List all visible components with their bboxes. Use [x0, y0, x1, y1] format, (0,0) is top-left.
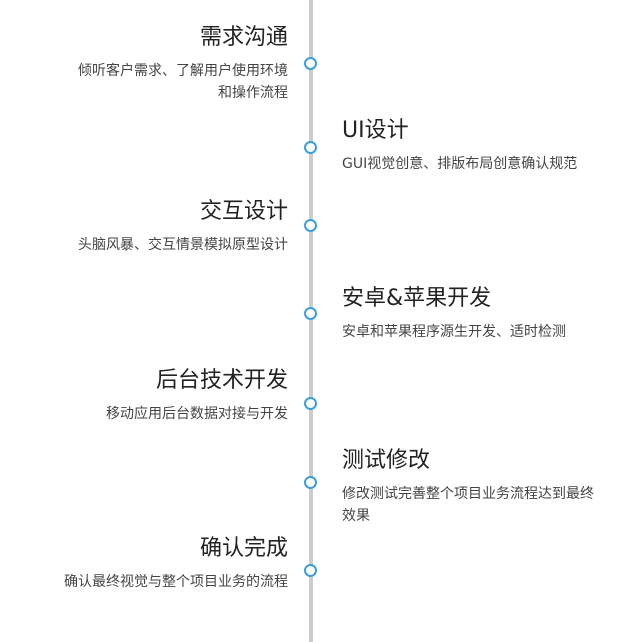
- step-title: 测试修改: [342, 448, 431, 473]
- timeline-node-icon: [304, 141, 317, 154]
- timeline-step-requirements: 需求沟通 倾听客户需求、了解用户使用环境和操作流程: [8, 24, 288, 104]
- step-title: 确认完成: [199, 536, 288, 561]
- timeline-step-backend-development: 后台技术开发 移动应用后台数据对接与开发: [8, 367, 288, 425]
- step-description: 修改测试完善整个项目业务流程达到最终效果: [342, 486, 594, 524]
- step-description: 头脑风暴、交互情景模拟原型设计: [78, 237, 288, 253]
- timeline-node-icon: [304, 564, 317, 577]
- step-description: 确认最终视觉与整个项目业务的流程: [64, 574, 288, 590]
- timeline-node-icon: [304, 307, 317, 320]
- timeline-node-icon: [304, 397, 317, 410]
- timeline-step-interaction-design: 交互设计 头脑风暴、交互情景模拟原型设计: [8, 198, 288, 256]
- timeline-node-icon: [304, 476, 317, 489]
- timeline-step-completion: 确认完成 确认最终视觉与整个项目业务的流程: [8, 535, 288, 593]
- timeline-step-app-development: 安卓&苹果开发 安卓和苹果程序源生开发、适时检测: [342, 285, 622, 343]
- step-title: 后台技术开发: [155, 368, 288, 393]
- step-description: 安卓和苹果程序源生开发、适时检测: [342, 324, 566, 340]
- step-title: 交互设计: [199, 199, 288, 224]
- timeline-node-icon: [304, 219, 317, 232]
- step-title: 需求沟通: [199, 25, 288, 50]
- step-description: GUI视觉创意、排版布局创意确认规范: [342, 156, 578, 172]
- step-title: UI设计: [342, 118, 409, 143]
- step-description: 移动应用后台数据对接与开发: [106, 406, 288, 422]
- timeline-step-ui-design: UI设计 GUI视觉创意、排版布局创意确认规范: [342, 117, 622, 175]
- step-title: 安卓&苹果开发: [342, 286, 492, 311]
- timeline-line: [309, 0, 313, 642]
- timeline-step-testing: 测试修改 修改测试完善整个项目业务流程达到最终效果: [342, 447, 622, 527]
- step-description: 倾听客户需求、了解用户使用环境和操作流程: [78, 63, 288, 101]
- timeline-node-icon: [304, 57, 317, 70]
